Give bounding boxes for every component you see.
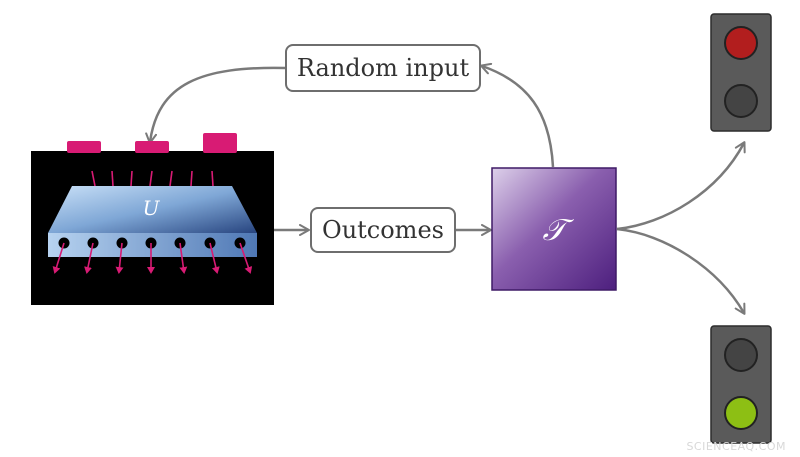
outcomes-label: Outcomes <box>310 207 456 253</box>
unitary-symbol: U <box>143 196 161 220</box>
random-input-label: Random input <box>285 44 481 92</box>
lower-lamp-off <box>724 84 758 118</box>
input-lines <box>91 170 214 187</box>
upper-lamp-off <box>724 338 758 372</box>
output-arrows <box>52 242 253 274</box>
slab-top-face <box>48 186 257 233</box>
watermark: SCIENCEAQ.COM <box>686 440 786 453</box>
random-input-text: Random input <box>296 54 470 82</box>
green-lamp-lit <box>724 396 758 430</box>
arrow-transform-to-green-light <box>616 227 746 315</box>
unitary-device: U <box>31 133 274 305</box>
input-pad <box>135 141 169 153</box>
transform-box: 𝒯 <box>491 167 617 291</box>
red-lamp-lit <box>724 26 758 60</box>
outcomes-text: Outcomes <box>322 216 444 244</box>
arrow-random-to-device <box>145 66 287 144</box>
arrow-transform-to-random <box>480 62 555 168</box>
input-pad <box>67 141 101 153</box>
arrow-transform-to-red-light <box>616 141 746 231</box>
traffic-light-red <box>710 13 772 132</box>
traffic-light-green <box>710 325 772 444</box>
input-pad <box>203 133 237 153</box>
